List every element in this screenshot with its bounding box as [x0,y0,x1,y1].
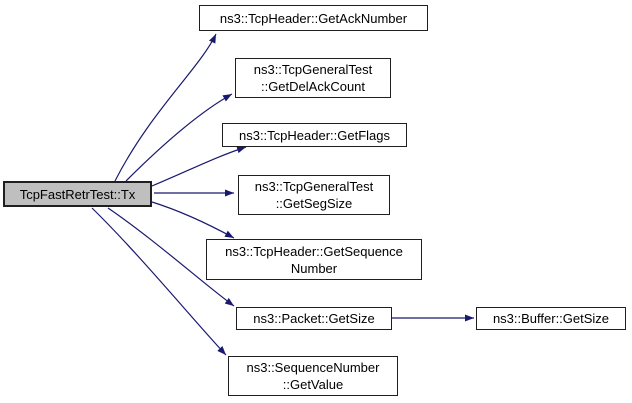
node-ns3-packet-getsize[interactable]: ns3::Packet::GetSize [236,307,392,330]
node-ns3-tcpgeneraltest-getsegsize[interactable]: ns3::TcpGeneralTest ::GetSegSize [238,175,390,215]
edge-tx-to-get-value [91,207,227,356]
node-tcpfastretrtest-tx[interactable]: TcpFastRetrTest::Tx [3,181,152,207]
node-ns3-tcpheader-getflags[interactable]: ns3::TcpHeader::GetFlags [222,123,407,147]
edge-tx-to-get-ack-number [114,33,217,182]
node-ns3-buffer-getsize[interactable]: ns3::Buffer::GetSize [476,307,626,330]
node-ns3-tcpgeneraltest-getdelackcount[interactable]: ns3::TcpGeneralTest ::GetDelAckCount [235,58,391,98]
node-ns3-sequencenumber-getvalue[interactable]: ns3::SequenceNumber ::GetValue [228,356,398,396]
node-ns3-tcpheader-getacknumber[interactable]: ns3::TcpHeader::GetAckNumber [199,5,428,31]
node-ns3-tcpheader-getsequencenumber[interactable]: ns3::TcpHeader::GetSequence Number [206,239,422,280]
edge-tx-to-get-sequence-number [151,201,235,239]
edge-tx-to-get-flags [151,146,247,187]
edge-tx-to-get-del-ack-count [125,93,233,182]
